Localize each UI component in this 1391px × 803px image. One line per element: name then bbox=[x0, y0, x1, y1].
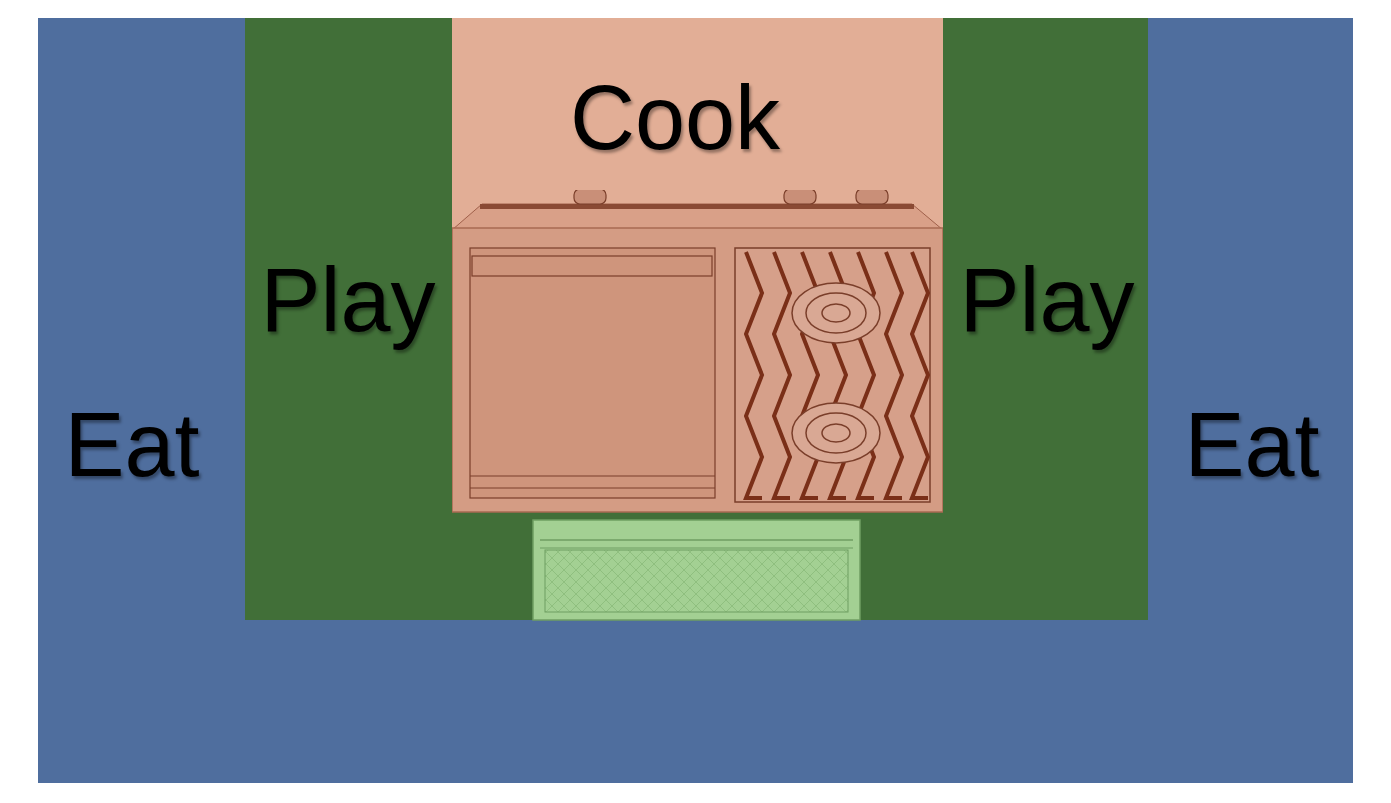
stove-knobs bbox=[574, 189, 888, 204]
zone-label: Play bbox=[260, 255, 435, 345]
oven-line bbox=[470, 488, 715, 489]
storage-box-panel bbox=[545, 550, 848, 612]
stove-body bbox=[452, 228, 943, 512]
zone-label: Cook bbox=[570, 73, 780, 163]
zone-label: Eat bbox=[64, 400, 199, 490]
oven-handle bbox=[472, 256, 712, 276]
play-zone: Play bbox=[943, 18, 1148, 620]
zone-label: Eat bbox=[1184, 400, 1319, 490]
oven-door bbox=[470, 248, 715, 498]
cook-zone: Cook bbox=[452, 18, 943, 190]
stove-top bbox=[452, 204, 943, 230]
play-zone: Play bbox=[245, 18, 452, 620]
storage-box-lid bbox=[540, 548, 853, 549]
oven-line bbox=[470, 475, 715, 476]
storage-box bbox=[533, 520, 860, 620]
grate-lines bbox=[746, 252, 928, 498]
burners bbox=[792, 283, 880, 463]
storage-box-lid bbox=[540, 539, 853, 541]
cook-ground bbox=[452, 180, 943, 512]
eat-zone: Eat bbox=[38, 18, 245, 783]
cooktop-panel bbox=[735, 248, 930, 502]
play-strip bbox=[452, 512, 943, 620]
stove-rail bbox=[480, 204, 914, 209]
zone-label: Play bbox=[959, 255, 1134, 345]
eat-zone: Eat bbox=[1148, 18, 1353, 783]
